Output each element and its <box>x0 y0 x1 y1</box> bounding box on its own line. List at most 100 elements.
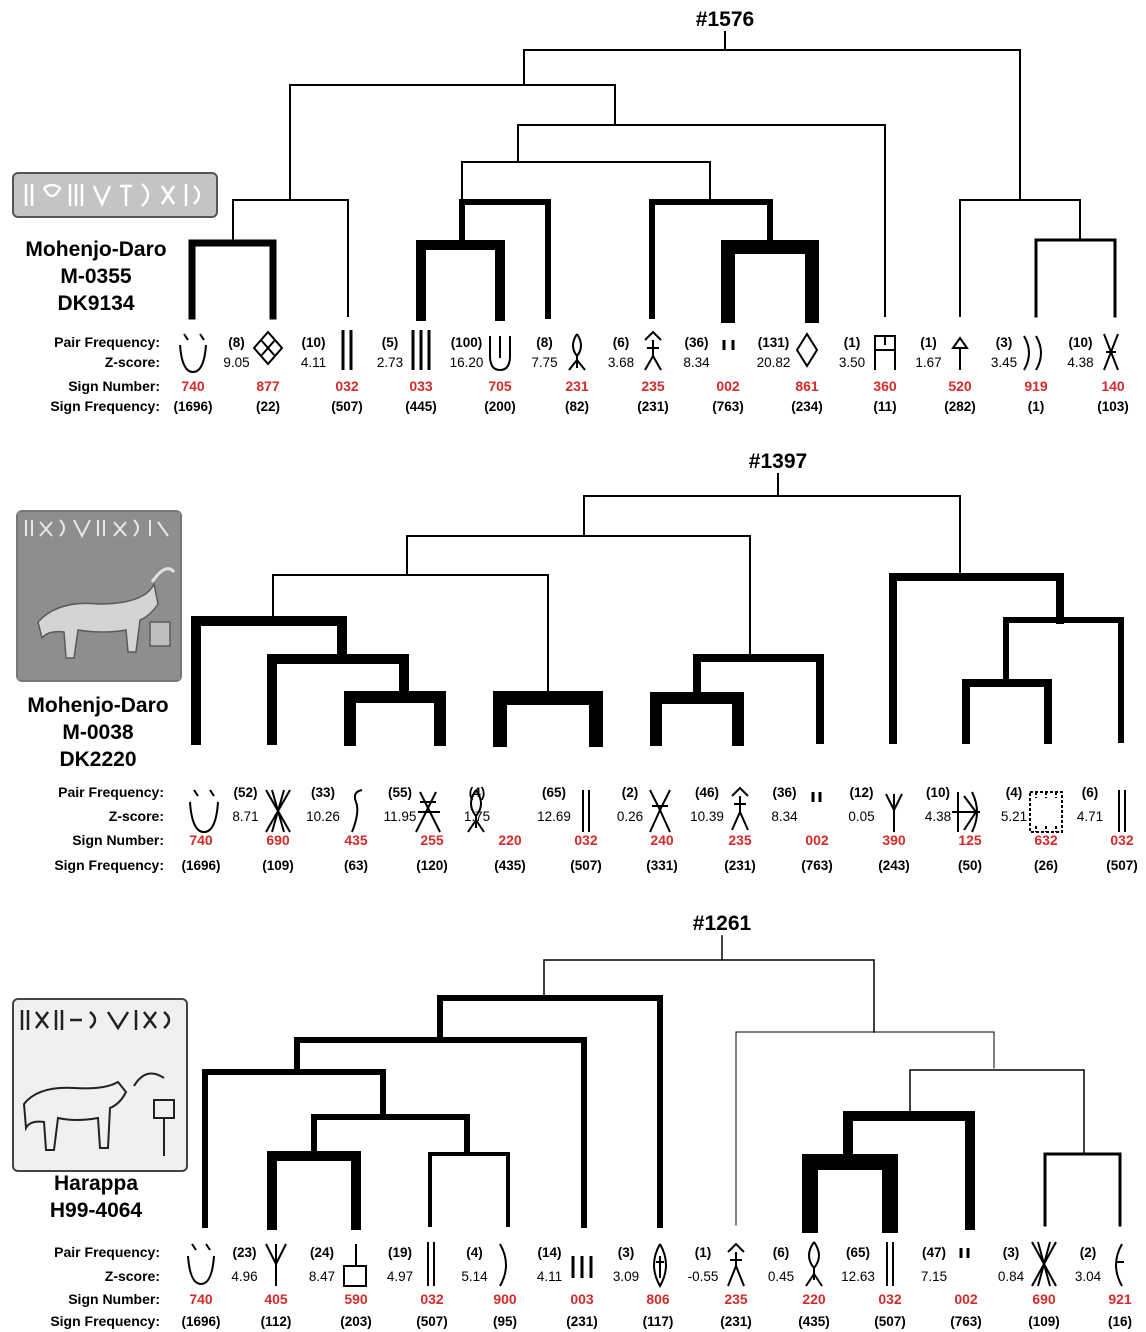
sign-877-icon <box>252 330 284 366</box>
sign-number: 235 <box>728 832 752 848</box>
sign-number-label: Sign Number: <box>68 378 160 394</box>
sign-360-icon <box>874 335 896 370</box>
sign-032-icon <box>341 330 353 370</box>
table-row-labels: Pair Frequency: Z-score: Sign Number: Si… <box>50 334 160 414</box>
sign-number: 690 <box>1032 1291 1056 1307</box>
sign-705-icon <box>489 336 511 372</box>
tree-lines <box>188 31 1117 323</box>
sign-number: 032 <box>574 832 598 848</box>
sign-frequency: (112) <box>261 1314 292 1329</box>
sign-632-icon <box>1029 791 1063 833</box>
z-score: 0.05 <box>848 809 874 824</box>
seal-number: M-0355 <box>60 265 132 288</box>
site-label: Mohenjo-Daro M-0355 DK9134 <box>8 236 184 317</box>
z-score-label: Z-score: <box>105 354 160 370</box>
site-name: Harappa <box>53 1172 139 1195</box>
sign-number: 220 <box>498 832 522 848</box>
sign-435-icon <box>351 789 363 833</box>
dendrogram-1397: #1397 <box>54 450 1137 873</box>
sign-032-icon <box>1118 790 1126 832</box>
sign-frequency: (203) <box>340 1314 372 1329</box>
sign-table: 740(1696)877(22)032(507)033(445)705(200)… <box>173 335 1128 414</box>
sign-frequency: (243) <box>878 858 910 873</box>
z-score-label: Z-score: <box>105 1268 160 1284</box>
sign-740-icon <box>179 333 207 374</box>
z-score: 2.73 <box>377 355 403 370</box>
sign-690-icon <box>1031 1241 1057 1287</box>
sign-125-icon <box>952 791 980 833</box>
sign-number: 140 <box>1101 378 1125 394</box>
sign-glyphs <box>189 786 1126 834</box>
cluster-panel-1576: #1576 <box>0 0 1146 440</box>
pair-frequency: (131) <box>758 335 790 350</box>
sign-number-label: Sign Number: <box>68 1291 160 1307</box>
pair-frequency: (24) <box>310 1245 334 1260</box>
z-score: 4.11 <box>537 1269 562 1284</box>
sign-002-icon <box>959 1248 970 1258</box>
sign-number: 520 <box>948 378 972 394</box>
seal-id: DK2220 <box>59 748 137 771</box>
sign-table: 740(1696)405(112)590(203)032(507)900(95)… <box>181 1245 1132 1329</box>
pair-frequency: (19) <box>388 1245 412 1260</box>
pair-frequency: (65) <box>846 1245 870 1260</box>
sign-number: 390 <box>882 832 906 848</box>
bull-figure-icon <box>37 567 176 659</box>
sign-number: 033 <box>409 378 433 394</box>
sign-number: 255 <box>420 832 444 848</box>
z-score: 0.45 <box>768 1269 794 1284</box>
sign-frequency: (1696) <box>173 399 212 414</box>
table-row-labels: Pair Frequency: Z-score: Sign Number: Si… <box>50 1244 160 1329</box>
sign-frequency: (507) <box>874 1314 906 1329</box>
pair-frequency: (6) <box>1082 785 1099 800</box>
sign-861-icon <box>795 332 819 368</box>
pair-frequency: (4) <box>466 1245 483 1260</box>
z-score: 1.75 <box>464 809 490 824</box>
sign-number: 590 <box>344 1291 368 1307</box>
z-score: 12.69 <box>537 809 571 824</box>
sign-glyphs <box>187 1241 1124 1289</box>
tree-lines <box>191 473 1124 747</box>
sign-frequency: (231) <box>637 399 669 414</box>
sign-number: 921 <box>1108 1291 1132 1307</box>
sign-frequency: (234) <box>791 399 823 414</box>
sign-number: 705 <box>488 378 512 394</box>
sign-number: 231 <box>565 378 589 394</box>
sign-740-icon <box>189 789 219 834</box>
z-score: 16.20 <box>450 355 484 370</box>
pair-frequency: (1) <box>920 335 937 350</box>
pair-frequency: (4) <box>1006 785 1023 800</box>
z-score: 10.39 <box>690 809 724 824</box>
sign-number: 003 <box>570 1291 594 1307</box>
sign-032-icon <box>582 790 590 832</box>
sign-number: 861 <box>795 378 819 394</box>
sign-frequency: (120) <box>416 858 448 873</box>
pair-frequency: (8) <box>228 335 245 350</box>
z-score: 3.68 <box>608 355 634 370</box>
pair-frequency: (36) <box>772 785 796 800</box>
sign-number: 919 <box>1024 378 1048 394</box>
sign-255-icon <box>415 791 441 833</box>
site-label: Harappa H99-4064 <box>8 1170 184 1224</box>
sign-frequency: (763) <box>712 399 744 414</box>
pair-frequency: (8) <box>536 335 553 350</box>
seal-image <box>16 510 182 682</box>
z-score: 5.21 <box>1001 809 1027 824</box>
z-score: 3.09 <box>613 1269 639 1284</box>
sign-140-icon <box>1103 333 1119 371</box>
sign-frequency: (507) <box>570 858 602 873</box>
sign-frequency: (26) <box>1034 858 1058 873</box>
sign-390-icon <box>885 793 903 832</box>
pair-frequency: (3) <box>996 335 1013 350</box>
seal-image <box>12 998 188 1172</box>
sign-frequency: (82) <box>565 399 589 414</box>
pair-frequency: (10) <box>926 785 950 800</box>
z-score: 4.11 <box>301 355 326 370</box>
sign-number: 740 <box>181 378 205 394</box>
sign-number: 235 <box>641 378 665 394</box>
sign-003-icon <box>571 1256 593 1278</box>
sign-frequency: (103) <box>1097 399 1129 414</box>
site-name: Mohenjo-Daro <box>25 238 167 261</box>
seal-inscription-icon <box>24 183 201 208</box>
cluster-id: #1261 <box>693 912 752 935</box>
sign-919-icon <box>1023 335 1042 371</box>
